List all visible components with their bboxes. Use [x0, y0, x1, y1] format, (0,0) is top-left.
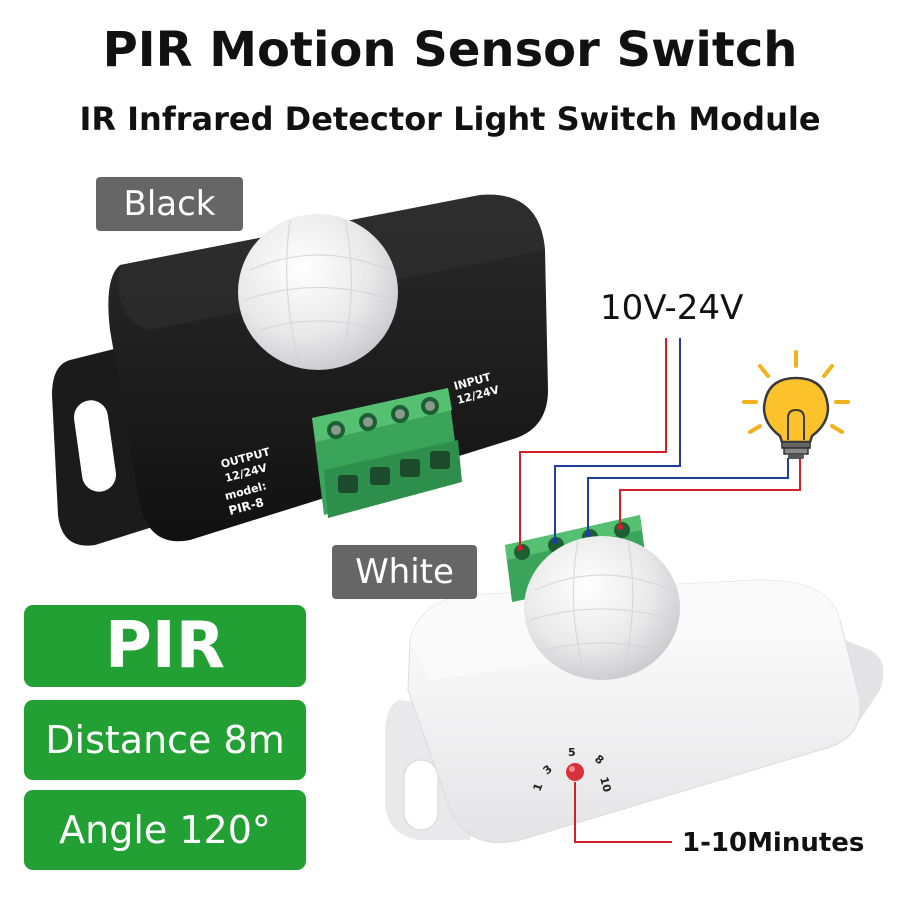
timer-pointer-line — [574, 782, 672, 843]
wiring-diagram — [519, 338, 801, 843]
white-pir-dome — [524, 536, 680, 680]
dial-mark-10: 10 — [597, 775, 614, 793]
pir-badge: PIR — [24, 605, 306, 687]
supply-wire-blue — [554, 338, 681, 541]
black-sensor-module: INPUT 12/24V OUTPUT 12/24V model: PIR-8 — [52, 194, 548, 546]
lightbulb-icon — [742, 350, 850, 459]
load-wire-blue — [587, 458, 789, 534]
distance-badge: Distance 8m — [24, 700, 306, 780]
page-subtitle: IR Infrared Detector Light Switch Module — [79, 100, 821, 138]
angle-badge: Angle 120° — [24, 790, 306, 870]
white-sensor-module: 1 3 5 8 10 — [385, 515, 884, 844]
supply-wire-red — [519, 338, 667, 548]
black-variant-label: Black — [96, 177, 243, 231]
page-title: PIR Motion Sensor Switch — [102, 22, 798, 78]
timer-dial[interactable] — [566, 763, 584, 781]
timer-range-label: 1-10Minutes — [682, 828, 865, 858]
load-wire-red — [619, 458, 801, 527]
dial-mark-5: 5 — [568, 746, 576, 759]
black-terminal-block — [312, 388, 462, 518]
white-variant-label: White — [332, 545, 477, 599]
black-pir-dome — [238, 214, 398, 370]
voltage-label: 10V-24V — [600, 288, 744, 328]
black-tab-slot — [73, 400, 117, 492]
dial-mark-1: 1 — [531, 781, 546, 793]
white-tab-slot — [403, 759, 439, 831]
